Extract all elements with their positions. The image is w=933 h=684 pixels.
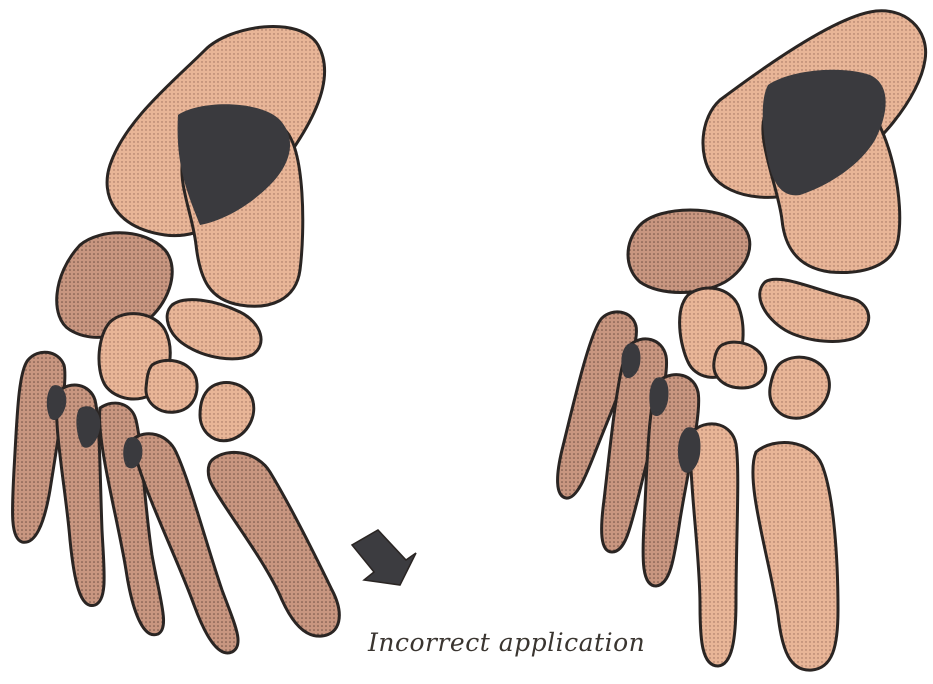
caption-incorrect-application: Incorrect application bbox=[368, 628, 645, 657]
right-hamate-bone bbox=[714, 342, 766, 388]
right-pisiform-bone bbox=[770, 357, 830, 418]
left-pisiform-bone bbox=[200, 383, 254, 441]
left-wrist bbox=[12, 26, 339, 652]
left-metacarpal-1 bbox=[12, 352, 64, 542]
arrow-pointing-down-left-icon bbox=[352, 530, 416, 585]
right-lunate-bone bbox=[760, 279, 869, 341]
right-wrist bbox=[558, 11, 926, 670]
left-lunate-bone bbox=[167, 300, 261, 359]
right-metacarpal-5 bbox=[753, 442, 838, 670]
left-hamate-bone bbox=[146, 360, 197, 412]
right-scaphoid-bone bbox=[628, 210, 750, 293]
